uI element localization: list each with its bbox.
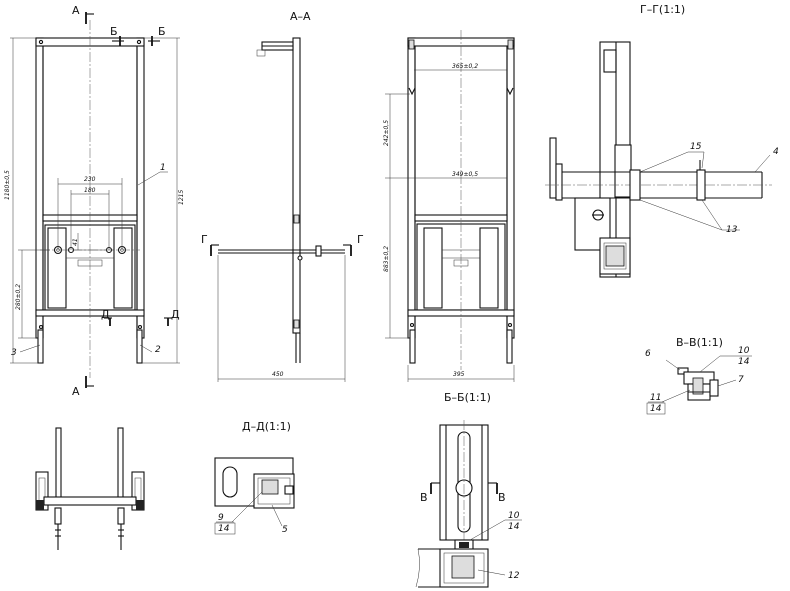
vv-pos-10: 10: [738, 346, 750, 356]
vv-pos-7: 7: [738, 375, 744, 385]
section-gg-title: Г–Г(1:1): [640, 3, 685, 16]
bb-pos-14: 14: [508, 522, 520, 532]
dim-height-main: 1215: [178, 190, 185, 205]
section-vv-view: В–В(1:1) 6 10 14 7 11 14: [645, 336, 752, 415]
dim-top-width: 365±0,2: [452, 63, 478, 70]
dim-height-total: 1180±0,5: [4, 170, 11, 200]
section-bb-view: Б–Б(1:1) В В 10 14 12: [415, 391, 522, 588]
front-pos-3: 3: [11, 348, 17, 358]
section-a-bottom-label: А: [72, 385, 80, 398]
section-dd-view: Д–Д(1:1) 9 14 5: [214, 420, 295, 535]
section-v-left-label: В: [420, 491, 428, 504]
section-vv-title: В–В(1:1): [676, 336, 723, 349]
section-gg-view: Г–Г(1:1) 15 4 13: [545, 3, 779, 278]
dd-pos-14: 14: [218, 524, 230, 534]
bb-pos-12: 12: [508, 571, 520, 581]
dd-pos-9: 9: [218, 513, 224, 523]
dim-bottom-width: 395: [453, 371, 465, 378]
dim-depth: 450: [272, 371, 284, 378]
dd-pos-5: 5: [282, 525, 288, 535]
gg-pos-15: 15: [690, 142, 702, 152]
section-g-left-label: Г: [201, 233, 208, 246]
front-pos-1: 1: [160, 163, 166, 173]
section-v-right-label: В: [498, 491, 506, 504]
section-d-left-label: Д: [101, 308, 110, 321]
front-view: А А Б Б Д Д 1180±0,5 280±0,2 1215: [4, 4, 185, 398]
plan-view: [35, 427, 145, 550]
gg-pos-13: 13: [726, 225, 738, 235]
section-b-right-label: Б: [158, 25, 166, 38]
dim-width-outer: 230: [84, 176, 96, 183]
front-pos-2: 2: [155, 345, 161, 355]
vv-pos-11: 11: [650, 393, 661, 403]
bb-pos-10: 10: [508, 511, 520, 521]
dim-lower-height: 280±0,2: [15, 284, 22, 310]
vv-pos-14-bottom: 14: [650, 404, 662, 414]
gg-pos-4: 4: [773, 147, 779, 157]
vv-pos-6: 6: [645, 349, 651, 359]
section-bb-title: Б–Б(1:1): [444, 391, 491, 404]
section-d-right-label: Д: [171, 308, 180, 321]
section-dd-title: Д–Д(1:1): [242, 420, 291, 433]
section-aa-title: А–А: [290, 10, 311, 23]
vv-pos-14-top: 14: [738, 357, 750, 367]
dim-width-inner: 180: [84, 187, 96, 194]
dim-lower-vert: 883±0,2: [383, 246, 390, 272]
section-a-top-label: А: [72, 4, 80, 17]
section-g-right-label: Г: [357, 233, 364, 246]
dim-bolt-offset: 41: [72, 238, 79, 246]
side-view: 365±0,2 349±0,5 242±0,5 883±0,2 395: [383, 30, 515, 382]
section-aa-view: А–А Г Г 450: [201, 10, 364, 382]
dim-mid-width: 349±0,5: [452, 171, 478, 178]
section-b-left-label: Б: [110, 25, 118, 38]
dim-upper-vert: 242±0,5: [383, 120, 390, 146]
